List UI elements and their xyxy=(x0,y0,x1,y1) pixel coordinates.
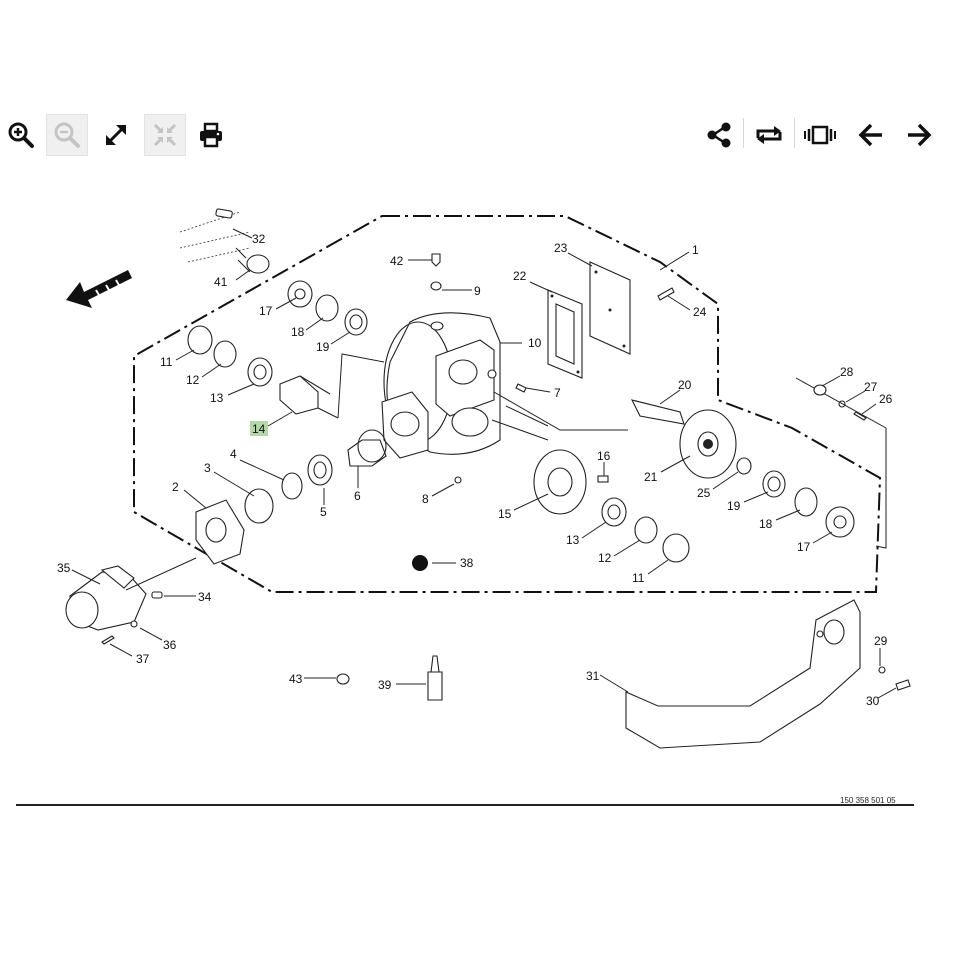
zoom-in-button[interactable] xyxy=(0,114,42,156)
callout-28[interactable]: 28 xyxy=(840,365,854,379)
washer-and-sealant-tube xyxy=(336,655,443,701)
rotate-icon xyxy=(756,126,782,144)
callout-18b[interactable]: 18 xyxy=(759,517,773,531)
cover-plate xyxy=(795,377,887,549)
direction-arrow-icon xyxy=(66,270,132,308)
callout-18[interactable]: 18 xyxy=(291,325,305,339)
callout-1[interactable]: 1 xyxy=(692,243,699,257)
callout-7[interactable]: 7 xyxy=(554,386,561,400)
callout-9[interactable]: 9 xyxy=(474,284,481,298)
callout-15[interactable]: 15 xyxy=(498,507,512,521)
share-button[interactable] xyxy=(698,114,740,156)
carousel-icon xyxy=(804,125,836,145)
fit-screen-icon xyxy=(153,123,177,147)
callout-3[interactable]: 3 xyxy=(204,461,211,475)
callout-5[interactable]: 5 xyxy=(320,505,327,519)
callout-39[interactable]: 39 xyxy=(378,678,392,692)
share-icon xyxy=(707,122,731,148)
bevel-gear-assembly xyxy=(491,405,690,563)
expand-icon xyxy=(105,124,127,146)
callout-14[interactable]: 14 xyxy=(252,422,266,436)
callout-19b[interactable]: 19 xyxy=(727,499,741,513)
toolbar-divider xyxy=(794,118,795,148)
highlight-box xyxy=(250,421,268,436)
callout-13b[interactable]: 13 xyxy=(566,533,580,547)
printer-icon xyxy=(200,122,222,148)
drawing-number: 150 358 501 05 xyxy=(840,796,896,805)
toolbar-divider xyxy=(743,118,744,148)
callout-2[interactable]: 2 xyxy=(172,480,179,494)
callout-19[interactable]: 19 xyxy=(316,340,330,354)
gasket-plates xyxy=(547,261,631,379)
hydraulic-motor xyxy=(65,557,197,645)
arrow-left-icon xyxy=(858,123,882,147)
callout-13[interactable]: 13 xyxy=(210,391,224,405)
callout-31[interactable]: 31 xyxy=(586,669,600,683)
spur-gear-assembly xyxy=(493,391,855,538)
bottom-divider xyxy=(16,804,914,806)
zoom-in-icon xyxy=(8,122,34,148)
callout-35[interactable]: 35 xyxy=(57,561,71,575)
mounting-bracket xyxy=(625,599,911,749)
rotate-button[interactable] xyxy=(748,114,790,156)
callout-12b[interactable]: 12 xyxy=(598,551,612,565)
callout-16[interactable]: 16 xyxy=(597,449,611,463)
callout-25[interactable]: 25 xyxy=(697,486,711,500)
callout-43[interactable]: 43 xyxy=(289,672,303,686)
callout-11[interactable]: 11 xyxy=(160,355,173,369)
callout-36[interactable]: 36 xyxy=(163,638,177,652)
callout-30[interactable]: 30 xyxy=(866,694,880,708)
leader-lines xyxy=(71,228,897,699)
callout-21[interactable]: 21 xyxy=(644,470,658,484)
callout-23[interactable]: 23 xyxy=(554,241,568,255)
fasteners xyxy=(430,253,675,484)
callout-41[interactable]: 41 xyxy=(214,275,228,289)
callout-20[interactable]: 20 xyxy=(678,378,692,392)
callout-27[interactable]: 27 xyxy=(864,380,878,394)
next-button[interactable] xyxy=(898,114,940,156)
callout-37[interactable]: 37 xyxy=(136,652,150,666)
flange-and-seal xyxy=(195,488,274,565)
pinion-assembly xyxy=(281,429,387,500)
callout-24[interactable]: 24 xyxy=(693,305,707,319)
callout-17b[interactable]: 17 xyxy=(797,540,811,554)
callout-11b[interactable]: 11 xyxy=(632,571,645,585)
callout-29[interactable]: 29 xyxy=(874,634,888,648)
callout-12[interactable]: 12 xyxy=(186,373,200,387)
expand-button[interactable] xyxy=(95,114,137,156)
left-bearings-and-seals xyxy=(187,280,385,419)
grease-dot-38 xyxy=(412,555,428,571)
zoom-out-button[interactable] xyxy=(46,114,88,156)
callout-6[interactable]: 6 xyxy=(354,489,361,503)
previous-button[interactable] xyxy=(850,114,892,156)
fit-screen-button[interactable] xyxy=(144,114,186,156)
callout-8[interactable]: 8 xyxy=(422,492,429,506)
callout-4[interactable]: 4 xyxy=(230,447,237,461)
callout-42[interactable]: 42 xyxy=(390,254,404,268)
gearbox-housing xyxy=(381,312,501,459)
slideshow-button[interactable] xyxy=(799,114,841,156)
callout-34[interactable]: 34 xyxy=(198,590,212,604)
print-button[interactable] xyxy=(190,114,232,156)
drive-shaft xyxy=(179,208,270,274)
callout-10[interactable]: 10 xyxy=(528,336,542,350)
callout-26[interactable]: 26 xyxy=(879,392,893,406)
callout-22[interactable]: 22 xyxy=(513,269,527,283)
zoom-out-icon xyxy=(54,122,80,148)
callout-17[interactable]: 17 xyxy=(259,304,273,318)
callout-32[interactable]: 32 xyxy=(252,232,266,246)
callout-38[interactable]: 38 xyxy=(460,556,474,570)
part-labels: 32 41 17 18 19 11 12 13 14 42 9 22 23 1 … xyxy=(57,232,893,708)
arrow-right-icon xyxy=(908,123,932,147)
